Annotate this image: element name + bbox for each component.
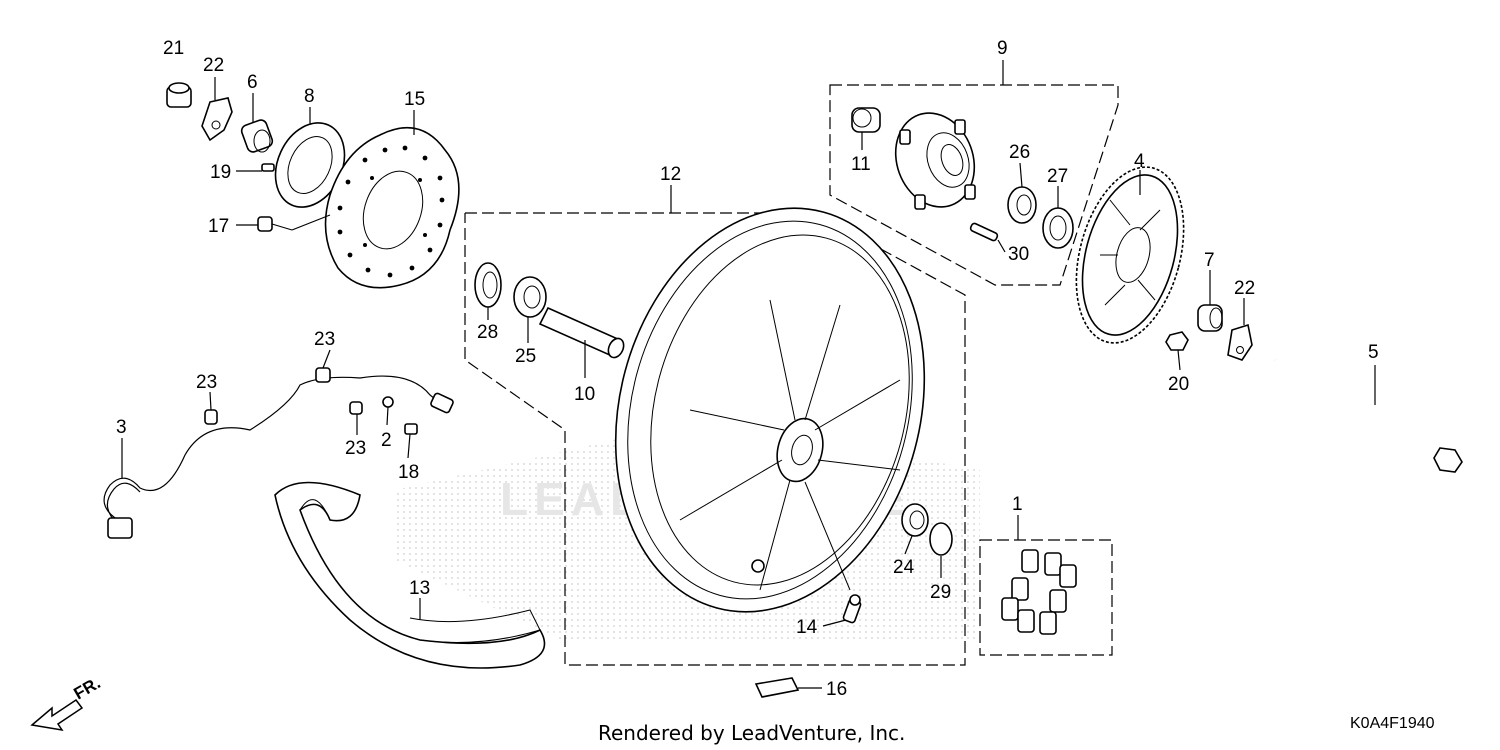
part-17-bolt <box>257 216 293 232</box>
part-10-spacer <box>538 306 625 359</box>
part-26-bearing <box>1007 186 1037 224</box>
part-11-collar <box>851 107 881 133</box>
callout-3: 3 <box>116 417 127 438</box>
part-22-bracket-right <box>1227 323 1253 361</box>
callout-26: 26 <box>1009 142 1030 163</box>
part-9-hub-flange <box>894 112 976 210</box>
part-15-brake-disc <box>324 126 460 289</box>
callout-9: 9 <box>997 38 1008 59</box>
part-6-collar <box>240 119 274 153</box>
callout-5: 5 <box>1368 342 1379 363</box>
direction-label: FR. <box>71 673 104 703</box>
callout-16: 16 <box>826 679 847 700</box>
callout-6: 6 <box>247 72 258 93</box>
callout-19: 19 <box>210 162 231 183</box>
callout-11: 11 <box>851 154 871 175</box>
callout-8: 8 <box>304 86 315 107</box>
part-5-axle <box>1274 358 1463 473</box>
callout-7: 7 <box>1204 250 1215 271</box>
callout-10: 10 <box>574 384 595 405</box>
part-19-bolt <box>261 163 275 172</box>
group-box-9 <box>829 84 1119 286</box>
part-4-sprocket <box>1075 166 1185 344</box>
callout-21: 21 <box>163 38 184 59</box>
callout-22-left: 22 <box>203 55 224 76</box>
callout-29: 29 <box>930 582 951 603</box>
diagram-code: K0A4F1940 <box>1350 715 1435 732</box>
callout-24: 24 <box>893 557 915 578</box>
part-14-valve <box>842 594 862 624</box>
callout-13: 13 <box>409 578 430 599</box>
part-27-seal <box>1042 207 1074 249</box>
callout-28: 28 <box>477 322 498 343</box>
part-24-bearing <box>901 503 929 537</box>
callout-23-bottom: 23 <box>345 438 366 459</box>
callout-30: 30 <box>1008 244 1029 265</box>
callout-23-top: 23 <box>314 329 335 350</box>
callout-14: 14 <box>796 617 818 638</box>
callout-12: 12 <box>660 164 681 185</box>
part-7-collar <box>1197 304 1223 332</box>
part-22-bracket-left <box>201 97 233 142</box>
arrow-icon <box>30 698 84 732</box>
callout-labels: 1 2 3 4 5 6 7 8 9 10 11 12 13 14 15 16 1… <box>116 38 1379 700</box>
part-21-nut <box>166 82 192 108</box>
callout-17: 17 <box>208 216 229 237</box>
part-1-damper-set <box>1001 549 1077 635</box>
part-12-wheel <box>614 207 926 613</box>
part-13-rim-band <box>274 481 546 669</box>
callout-22-right: 22 <box>1234 278 1255 299</box>
front-direction-indicator: FR. <box>30 673 104 732</box>
part-20-nut <box>1165 331 1189 351</box>
part-30-stud <box>969 222 999 242</box>
callout-27: 27 <box>1047 166 1068 187</box>
callout-15: 15 <box>404 89 425 110</box>
leader-lines <box>121 77 1245 627</box>
part-16-balance-weight <box>754 677 800 698</box>
part-8-seal <box>274 122 346 208</box>
callout-25: 25 <box>515 346 536 367</box>
callout-20: 20 <box>1168 374 1189 395</box>
footer-credit: Rendered by LeadVenture, Inc. <box>598 721 905 745</box>
part-28-seal <box>474 262 502 308</box>
group-box-1 <box>979 539 1113 656</box>
callout-4: 4 <box>1134 151 1145 172</box>
callout-1: 1 <box>1012 494 1023 515</box>
callout-18: 18 <box>398 462 419 483</box>
callout-23-left: 23 <box>196 372 217 393</box>
part-29-circlip <box>929 522 953 556</box>
part-25-bearing <box>513 276 547 318</box>
callout-2: 2 <box>381 430 392 451</box>
